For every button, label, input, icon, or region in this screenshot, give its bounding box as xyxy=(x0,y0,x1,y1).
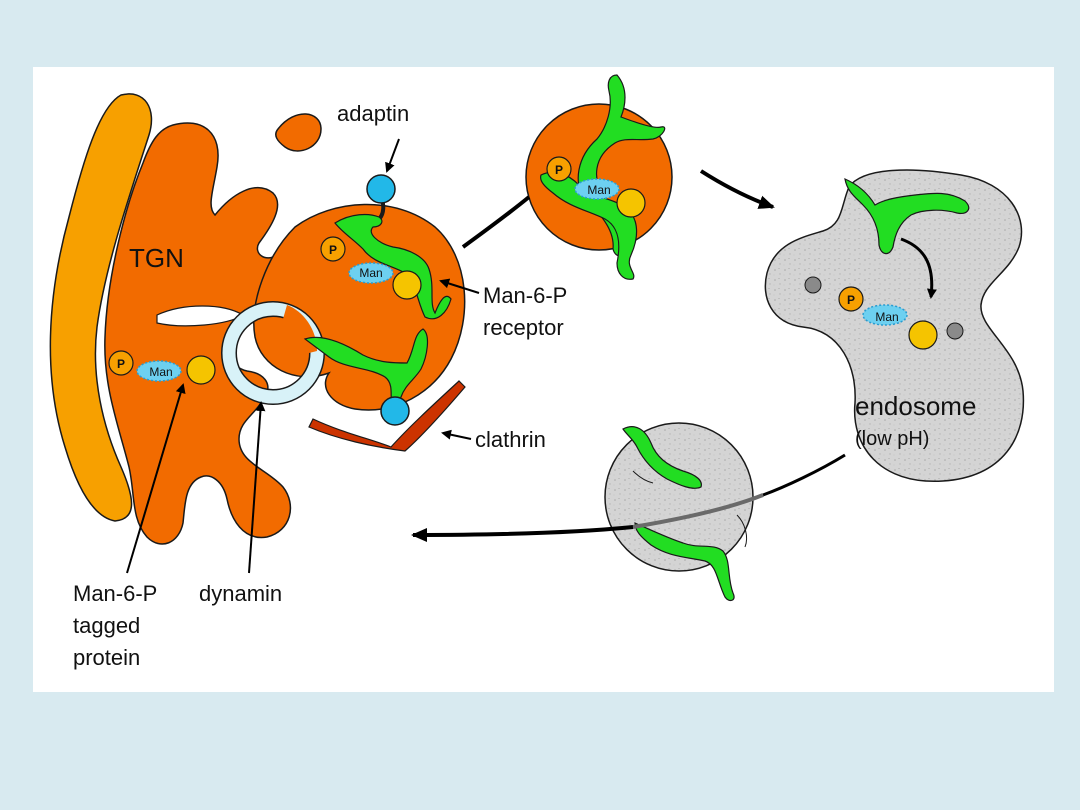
receptor-label-line1: Man-6-P xyxy=(483,283,567,308)
pathway-return-to-tgn xyxy=(411,525,634,542)
adaptin-pointer xyxy=(385,138,400,173)
tagged-protein-label-line3: protein xyxy=(73,645,140,670)
phosphate-glyph: P xyxy=(329,243,337,257)
phosphate-glyph: P xyxy=(117,357,125,371)
clathrin-pointer xyxy=(441,429,472,440)
clathrin-coat xyxy=(308,380,466,452)
clathrin-label: clathrin xyxy=(475,427,546,452)
receptor-pointer xyxy=(439,278,480,294)
phosphate-glyph: P xyxy=(847,293,855,307)
low-ph-label: (low pH) xyxy=(855,428,929,450)
dynamin-label: dynamin xyxy=(199,581,282,606)
tgn-body xyxy=(104,122,317,545)
pathway-vesicle-to-endosome xyxy=(699,169,775,209)
mannose-glyph: Man xyxy=(587,183,610,197)
receptor-bottom xyxy=(303,328,429,426)
transport-vesicle: P Man xyxy=(525,74,673,280)
outer-cisterna xyxy=(49,93,153,522)
pathway-endosome-to-recycling xyxy=(762,453,846,497)
receptor-label-line2: receptor xyxy=(483,315,564,340)
endosome-label: endosome xyxy=(855,391,976,421)
mannose-glyph: Man xyxy=(875,310,898,324)
dynamin-pointer xyxy=(248,401,266,574)
pathway-recycling-through xyxy=(632,493,764,529)
diagram-svg: P Man P Man P Man xyxy=(49,74,1025,670)
adaptin-label: adaptin xyxy=(337,101,409,126)
diagram-panel: P Man P Man P Man xyxy=(33,67,1054,692)
pathway-tgn-to-vesicle xyxy=(461,195,531,249)
protein-complex-tgn: P Man xyxy=(108,350,216,385)
tagged-protein-pointer xyxy=(126,383,186,574)
tgn-label: TGN xyxy=(129,243,184,273)
mannose-glyph: Man xyxy=(149,365,172,379)
tagged-protein-label-line2: tagged xyxy=(73,613,140,638)
receptor-top xyxy=(334,213,452,320)
protein-complex-vesicle: P Man xyxy=(320,236,422,300)
mannose-glyph: Man xyxy=(359,266,382,280)
phosphate-glyph: P xyxy=(555,163,563,177)
tagged-protein-label-line1: Man-6-P xyxy=(73,581,157,606)
endosome: P Man xyxy=(764,169,1025,482)
dynamin-ring xyxy=(221,301,325,405)
recycling-vesicle xyxy=(604,422,754,602)
cisterna-fragment xyxy=(275,113,322,152)
